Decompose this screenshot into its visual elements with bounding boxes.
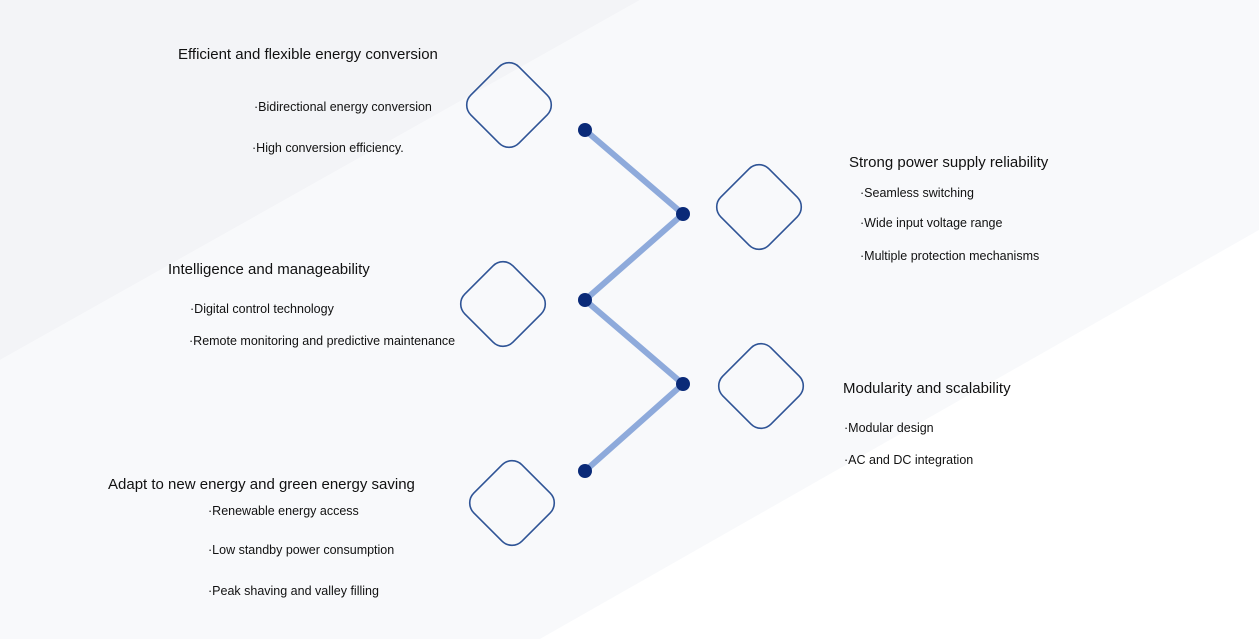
connector-line-3 — [582, 297, 686, 387]
group-3-title: Intelligence and manageability — [168, 261, 370, 278]
group-4-bullet-1: ·Modular design — [844, 421, 934, 435]
group-5-bullet-3: ·Peak shaving and valley filling — [208, 584, 379, 598]
group-4-title: Modularity and scalability — [843, 380, 1011, 397]
diamond-4 — [717, 342, 805, 430]
group-4-bullet-2: ·AC and DC integration — [844, 453, 974, 467]
group-2-bullet-1: ·Seamless switching — [860, 186, 974, 200]
group-5-bullet-1: ·Renewable energy access — [208, 504, 359, 518]
diamond-2 — [715, 163, 803, 251]
group-3-bullet-1: ·Digital control technology — [190, 302, 334, 316]
group-1-bullet-1: ·Bidirectional energy conversion — [254, 100, 432, 114]
group-2-bullet-3: ·Multiple protection mechanisms — [860, 249, 1040, 263]
group-2-title: Strong power supply reliability — [849, 154, 1049, 171]
connector-node-2 — [676, 207, 690, 221]
connector-node-4 — [676, 377, 690, 391]
connector-node-5 — [578, 464, 592, 478]
group-1-title: Efficient and flexible energy conversion — [178, 46, 438, 63]
diamond-3 — [459, 260, 547, 348]
connector-node-1 — [578, 123, 592, 137]
connector-lines — [582, 127, 686, 474]
connector-line-2 — [582, 211, 686, 303]
diamond-1 — [465, 61, 553, 149]
connector-nodes — [578, 123, 690, 478]
connector-line-4 — [582, 381, 686, 474]
diamond-5 — [468, 459, 556, 547]
group-1-bullet-2: ·High conversion efficiency. — [252, 141, 404, 155]
connector-node-3 — [578, 293, 592, 307]
group-3-bullet-2: ·Remote monitoring and predictive mainte… — [189, 334, 456, 348]
diamond-shapes — [459, 61, 805, 547]
group-5-title: Adapt to new energy and green energy sav… — [108, 476, 415, 493]
connector-line-1 — [582, 127, 686, 217]
group-5-bullet-2: ·Low standby power consumption — [208, 543, 395, 557]
background-band-right — [540, 230, 1259, 639]
group-2-bullet-2: ·Wide input voltage range — [860, 216, 1003, 230]
